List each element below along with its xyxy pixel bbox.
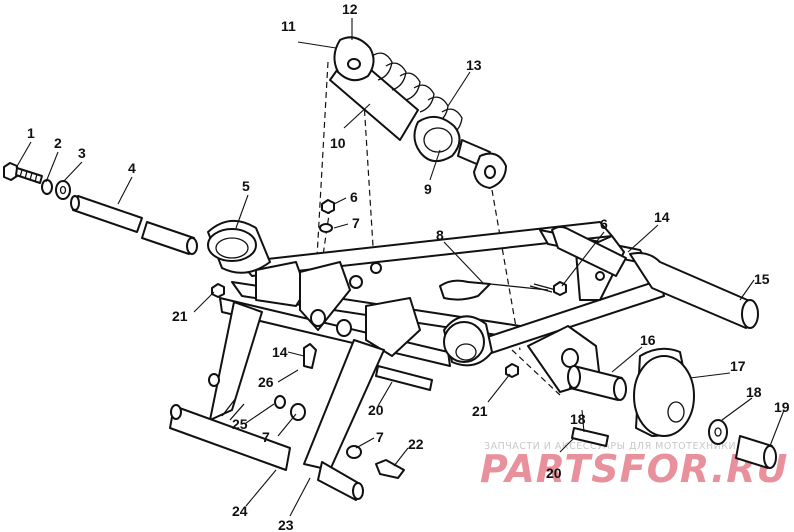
callout-15: 15 xyxy=(754,271,770,287)
callout-9: 9 xyxy=(424,181,432,197)
callout-6-top: 6 xyxy=(350,189,358,205)
callout-4: 4 xyxy=(128,160,136,176)
spring-clip-8 xyxy=(439,279,557,301)
callout-5: 5 xyxy=(242,178,250,194)
washer-3 xyxy=(55,180,71,200)
washer-7-low xyxy=(346,445,362,459)
lock-washer-2 xyxy=(41,179,53,195)
callout-18-right: 18 xyxy=(746,384,762,400)
callout-25: 25 xyxy=(232,416,248,432)
pivot-tube-5 xyxy=(207,220,271,274)
tube-4 xyxy=(70,195,198,255)
bolt-18 xyxy=(571,427,609,447)
bolt-14 xyxy=(303,343,317,369)
callout-7-mid: 7 xyxy=(262,429,270,445)
lower-arm-assembly xyxy=(169,301,385,501)
callout-8: 8 xyxy=(436,227,444,243)
callout-24: 24 xyxy=(232,503,248,519)
callout-1: 1 xyxy=(27,125,35,141)
callout-7-top: 7 xyxy=(352,215,360,231)
washer-7-top xyxy=(319,223,333,233)
callout-23: 23 xyxy=(278,517,294,532)
shock-absorber xyxy=(329,36,507,189)
rear-pivot-tube xyxy=(443,315,493,367)
callout-10: 10 xyxy=(330,135,346,151)
nut-6-top xyxy=(321,199,335,214)
callout-13: 13 xyxy=(466,57,482,73)
callout-3: 3 xyxy=(78,145,86,161)
callout-labels: 1 2 3 4 5 6 6 7 7 7 8 9 10 11 12 13 14 1… xyxy=(27,1,790,532)
callout-14-left: 14 xyxy=(272,344,288,360)
bolt-20 xyxy=(375,365,433,391)
callout-16: 16 xyxy=(640,332,656,348)
nut-21-right xyxy=(505,363,519,378)
callout-18-left: 18 xyxy=(570,411,586,427)
callout-11: 11 xyxy=(281,18,296,34)
callout-21-left: 21 xyxy=(172,308,188,324)
center-brackets xyxy=(255,261,421,357)
callout-14-right: 14 xyxy=(654,209,670,225)
callout-22: 22 xyxy=(408,436,424,452)
nut-21-left xyxy=(211,283,225,298)
bolt-22 xyxy=(375,459,405,479)
callout-26: 26 xyxy=(258,374,274,390)
idler-wheel-assembly xyxy=(567,347,777,469)
washer-25 xyxy=(274,395,286,409)
callout-12: 12 xyxy=(342,1,358,17)
bolt-1 xyxy=(3,162,43,184)
callout-6-right: 6 xyxy=(600,216,608,232)
leader-lines xyxy=(15,18,785,517)
callout-20-right: 20 xyxy=(546,465,562,481)
callout-2: 2 xyxy=(54,135,62,151)
callout-20-mid: 20 xyxy=(368,402,384,418)
callout-7-low: 7 xyxy=(376,429,384,445)
callout-19: 19 xyxy=(774,399,790,415)
watermark-tagline: ЗАПЧАСТИ И АКСЕССУАРЫ ДЛЯ МОТОТЕХНИКИ xyxy=(484,441,736,452)
callout-17: 17 xyxy=(730,358,746,374)
callout-21-right: 21 xyxy=(472,403,488,419)
